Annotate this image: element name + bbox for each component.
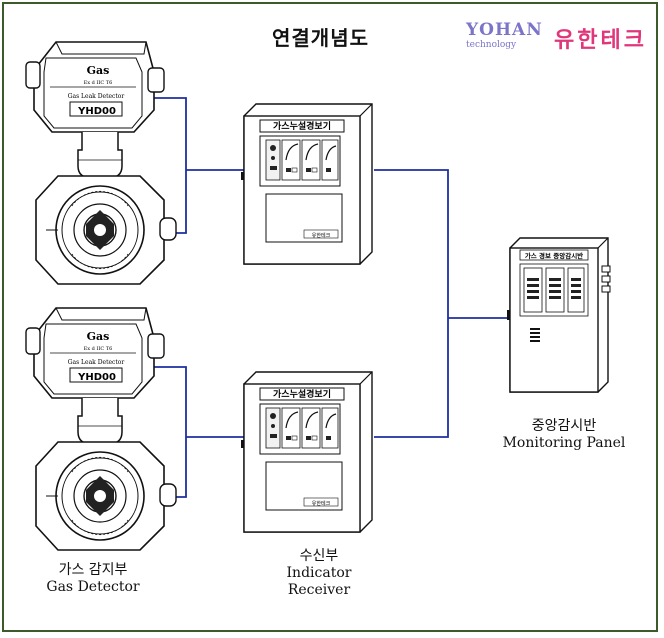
- detector-caption-korean: 가스 감지부: [58, 562, 128, 578]
- gas-detector-side-1: Gas Ex d IIC T6 Gas Leak Detector YHD00: [25, 41, 165, 179]
- company-logo: YOHAN technology 유한테크: [462, 18, 652, 53]
- receiver-caption: 수신부 Indicator Receiver: [254, 548, 384, 599]
- detector-model-label: YHD00: [77, 372, 116, 383]
- diagram-title: 연결개념도: [272, 26, 369, 50]
- wire-receivers: [374, 169, 449, 438]
- logo-tagline: technology: [466, 40, 517, 50]
- receiver-title: 가스누설경보기: [273, 388, 331, 400]
- gas-detector-front-2: [35, 441, 177, 551]
- receiver-panel-1: 가스누설경보기 유한테크: [240, 103, 373, 265]
- detector-gas-label: Gas: [87, 64, 110, 77]
- gas-detector-side-2: Gas Ex d IIC T6 Gas Leak Detector YHD00: [25, 307, 165, 445]
- monitoring-panel: 가스 경보 중앙감시반: [507, 237, 611, 393]
- detector-exd-label: Ex d IIC T6: [84, 346, 113, 352]
- receiver-title: 가스누설경보기: [273, 120, 331, 132]
- detector-type-label: Gas Leak Detector: [68, 93, 125, 100]
- receiver-caption-english-1: Indicator: [286, 565, 352, 581]
- detector-type-label: Gas Leak Detector: [68, 359, 125, 366]
- detector-model-label: YHD00: [77, 106, 116, 117]
- receiver-maker: 유한테크: [312, 232, 331, 239]
- receiver-maker: 유한테크: [312, 500, 331, 507]
- monitor-caption-korean: 중앙감시반: [531, 418, 597, 434]
- monitor-caption-english: Monitoring Panel: [502, 435, 626, 451]
- logo-korean: 유한테크: [554, 28, 647, 53]
- diagram-frame: [2, 2, 658, 632]
- gas-detector-front-1: [35, 175, 177, 285]
- monitor-caption: 중앙감시반 Monitoring Panel: [494, 418, 634, 452]
- receiver-caption-korean: 수신부: [299, 548, 339, 564]
- detector-caption: 가스 감지부 Gas Detector: [28, 562, 158, 596]
- detector-caption-english: Gas Detector: [46, 579, 140, 595]
- monitor-title: 가스 경보 중앙감시반: [525, 251, 583, 260]
- detector-exd-label: Ex d IIC T6: [84, 80, 113, 86]
- receiver-panel-2: 가스누설경보기 유한테크: [240, 371, 373, 533]
- logo-english: YOHAN: [466, 20, 543, 40]
- detector-gas-label: Gas: [87, 330, 110, 343]
- receiver-caption-english-2: Receiver: [287, 582, 351, 598]
